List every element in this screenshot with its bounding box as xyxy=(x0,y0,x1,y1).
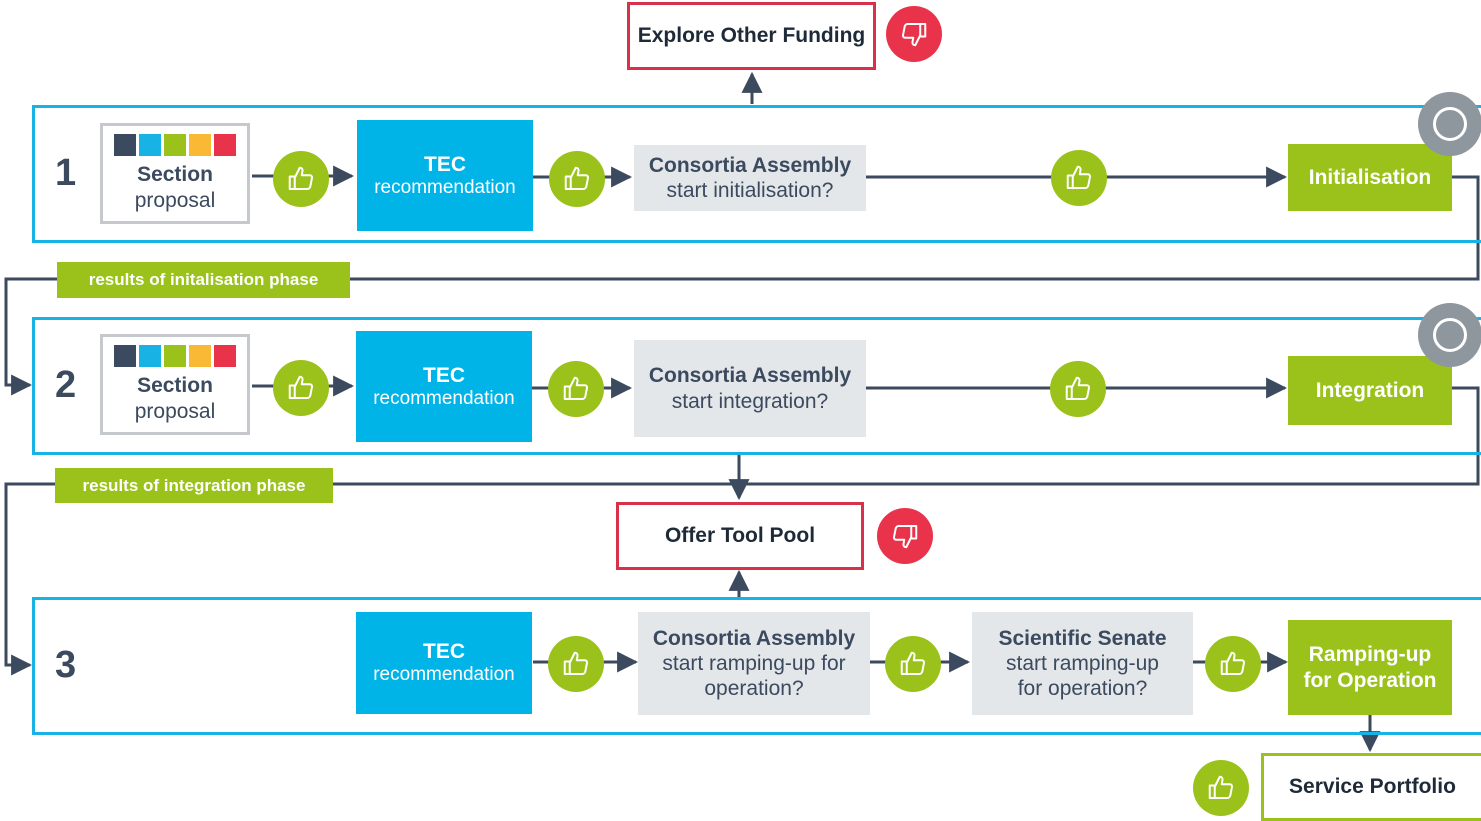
thumbs-up-icon xyxy=(1193,760,1249,816)
initialisation-label: Initialisation xyxy=(1308,165,1432,189)
results-label-text: results of integration phase xyxy=(82,475,306,495)
decision-question: start integration? xyxy=(671,389,829,413)
ramping-up-box: Ramping-up for Operation xyxy=(1288,620,1452,715)
tec-recommendation-box: TEC recommendation xyxy=(357,120,533,231)
decision-title: Consortia Assembly xyxy=(648,153,852,177)
decision-question: start initialisation? xyxy=(666,179,834,202)
consortia-assembly-decision-box: Consortia Assembly start integration? xyxy=(634,340,866,437)
phase-number: 2 xyxy=(55,364,77,406)
explore-other-funding-box: Explore Other Funding xyxy=(627,2,876,70)
thumbs-up-icon xyxy=(885,636,941,692)
thumbs-up-icon xyxy=(1051,150,1107,206)
service-portfolio-label: Service Portfolio xyxy=(1289,775,1456,799)
ramping-up-label-line1: Ramping-up xyxy=(1308,643,1432,667)
decision-title: Consortia Assembly xyxy=(648,364,852,388)
tec-recommendation-box: TEC recommendation xyxy=(356,331,532,442)
results-label-initialisation: results of initalisation phase xyxy=(57,262,350,298)
thumbs-up-icon xyxy=(273,151,329,207)
thumbs-up-icon xyxy=(548,636,604,692)
thumbs-up-icon xyxy=(1050,361,1106,417)
explore-other-funding-label: Explore Other Funding xyxy=(637,24,866,48)
tec-subtitle: recommendation xyxy=(373,664,515,686)
offer-tool-pool-box: Offer Tool Pool xyxy=(616,502,864,570)
decision-question-line2: operation? xyxy=(704,677,804,701)
thumbs-down-icon xyxy=(886,6,942,62)
section-subtitle: proposal xyxy=(134,399,216,423)
tec-recommendation-box: TEC recommendation xyxy=(356,612,532,714)
tec-subtitle: recommendation xyxy=(373,387,515,409)
section-color-swatches xyxy=(114,134,236,157)
phase-3-frame xyxy=(32,597,1481,735)
decision-title: Consortia Assembly xyxy=(652,626,856,650)
section-title: Section xyxy=(137,374,213,398)
phase-2-frame xyxy=(32,317,1481,455)
decision-question-line1: start ramping-up for xyxy=(662,651,846,675)
loop-icon xyxy=(1418,303,1481,367)
color-swatch xyxy=(214,134,236,157)
thumbs-up-icon xyxy=(1205,636,1261,692)
offer-tool-pool-label: Offer Tool Pool xyxy=(664,524,816,548)
color-swatch xyxy=(164,134,186,157)
thumbs-up-icon xyxy=(273,360,329,416)
section-color-swatches xyxy=(114,345,236,368)
thumbs-up-icon xyxy=(548,361,604,417)
results-label-integration: results of integration phase xyxy=(55,468,333,503)
thumbs-down-icon xyxy=(877,508,933,564)
color-swatch xyxy=(189,345,211,368)
color-swatch xyxy=(114,345,136,368)
phase-1-frame xyxy=(32,105,1481,243)
color-swatch xyxy=(139,345,161,368)
consortia-assembly-decision-box: Consortia Assembly start initialisation? xyxy=(634,145,866,211)
decision-title: Scientific Senate xyxy=(998,626,1167,650)
color-swatch xyxy=(164,345,186,368)
tec-title: TEC xyxy=(423,363,465,387)
integration-label: Integration xyxy=(1315,378,1425,402)
consortia-assembly-decision-box: Consortia Assembly start ramping-up for … xyxy=(638,612,870,715)
initialisation-box: Initialisation xyxy=(1288,144,1452,211)
phase-number: 1 xyxy=(55,152,77,194)
section-proposal-box: Section proposal xyxy=(100,123,250,224)
tec-title: TEC xyxy=(423,640,465,663)
section-subtitle: proposal xyxy=(134,188,216,212)
tec-title: TEC xyxy=(424,152,466,176)
results-label-text: results of initalisation phase xyxy=(88,270,319,289)
color-swatch xyxy=(189,134,211,157)
color-swatch xyxy=(114,134,136,157)
color-swatch xyxy=(139,134,161,157)
decision-question-line1: start ramping-up xyxy=(1006,651,1159,675)
decision-question-line2: for operation? xyxy=(1017,677,1148,701)
color-swatch xyxy=(214,345,236,368)
thumbs-up-icon xyxy=(549,151,605,207)
loop-icon xyxy=(1418,92,1481,156)
tec-subtitle: recommendation xyxy=(374,176,516,198)
service-portfolio-box: Service Portfolio xyxy=(1261,753,1481,821)
section-proposal-box: Section proposal xyxy=(100,334,250,435)
phase-number: 3 xyxy=(55,644,77,686)
ramping-up-label-line2: for Operation xyxy=(1303,668,1437,692)
scientific-senate-decision-box: Scientific Senate start ramping-up for o… xyxy=(972,612,1193,715)
integration-box: Integration xyxy=(1288,356,1452,425)
section-title: Section xyxy=(137,163,213,187)
